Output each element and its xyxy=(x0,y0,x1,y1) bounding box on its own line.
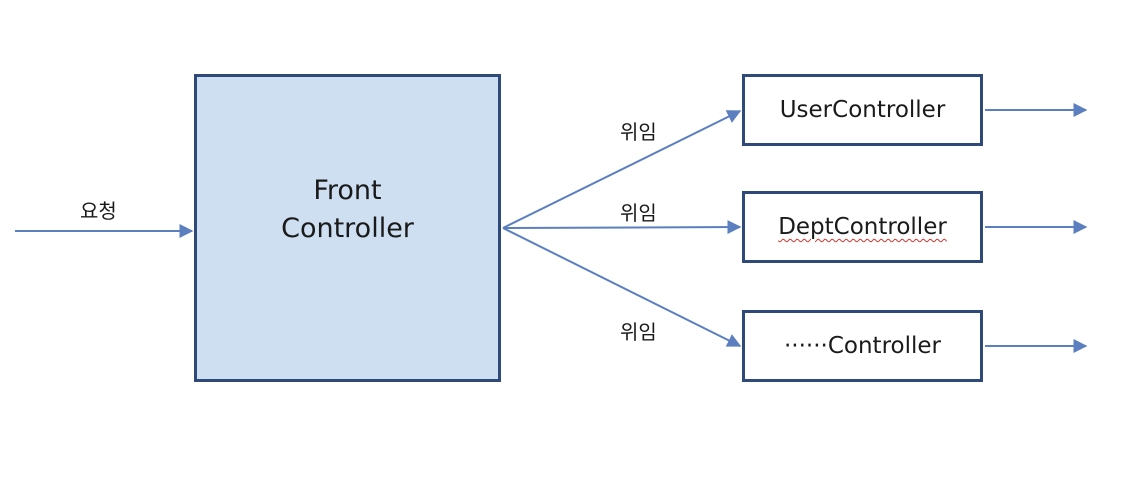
other-controller-box: ······Controller xyxy=(742,310,983,382)
other-controller-label: ······Controller xyxy=(783,333,941,359)
front-controller-title: Front Controller xyxy=(281,172,414,248)
user-controller-box: UserController xyxy=(742,74,983,146)
front-controller-line1: Front xyxy=(313,175,382,206)
dept-controller-label: DeptController xyxy=(778,214,947,240)
user-controller-label: UserController xyxy=(779,97,946,123)
delegate-arrow-user xyxy=(502,110,742,229)
request-label: 요청 xyxy=(80,199,117,223)
delegate-label-dept: 위임 xyxy=(620,201,657,225)
delegate-arrow-more xyxy=(502,227,742,347)
delegate-label-user: 위임 xyxy=(620,120,657,144)
front-controller-line2: Controller xyxy=(281,213,414,244)
dept-controller-box: DeptController xyxy=(742,191,983,263)
front-controller-box: Front Controller xyxy=(194,74,501,382)
delegate-label-more: 위임 xyxy=(620,320,657,344)
delegate-arrow-dept xyxy=(502,220,742,235)
